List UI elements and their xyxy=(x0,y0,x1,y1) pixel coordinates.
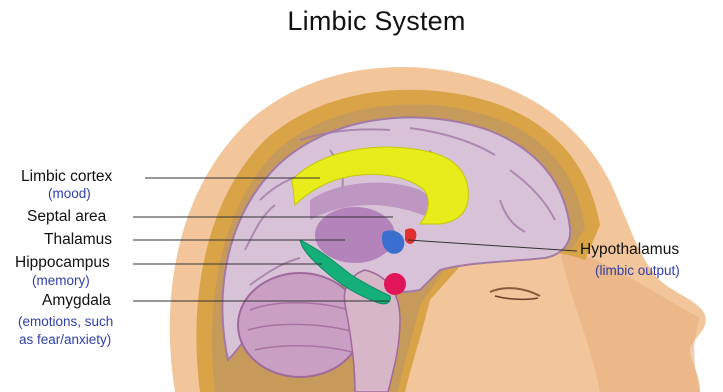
hypothalamus-note: (limbic output) xyxy=(595,262,680,279)
amygdala-note-line2: as fear/anxiety) xyxy=(19,331,111,348)
limbic-cortex-note: (mood) xyxy=(48,185,91,202)
amygdala-note-line1: (emotions, such xyxy=(18,313,113,330)
page-title: Limbic System xyxy=(0,6,723,37)
thalamus-label: Thalamus xyxy=(44,231,112,249)
hippocampus-label: Hippocampus xyxy=(15,254,110,272)
amygdala-shape xyxy=(384,273,406,295)
hippocampus-note: (memory) xyxy=(32,272,90,289)
limbic-cortex-label: Limbic cortex xyxy=(21,168,112,186)
hypothalamus-label: Hypothalamus xyxy=(580,241,679,259)
amygdala-label: Amygdala xyxy=(42,292,111,310)
septal-area-label: Septal area xyxy=(27,208,106,226)
